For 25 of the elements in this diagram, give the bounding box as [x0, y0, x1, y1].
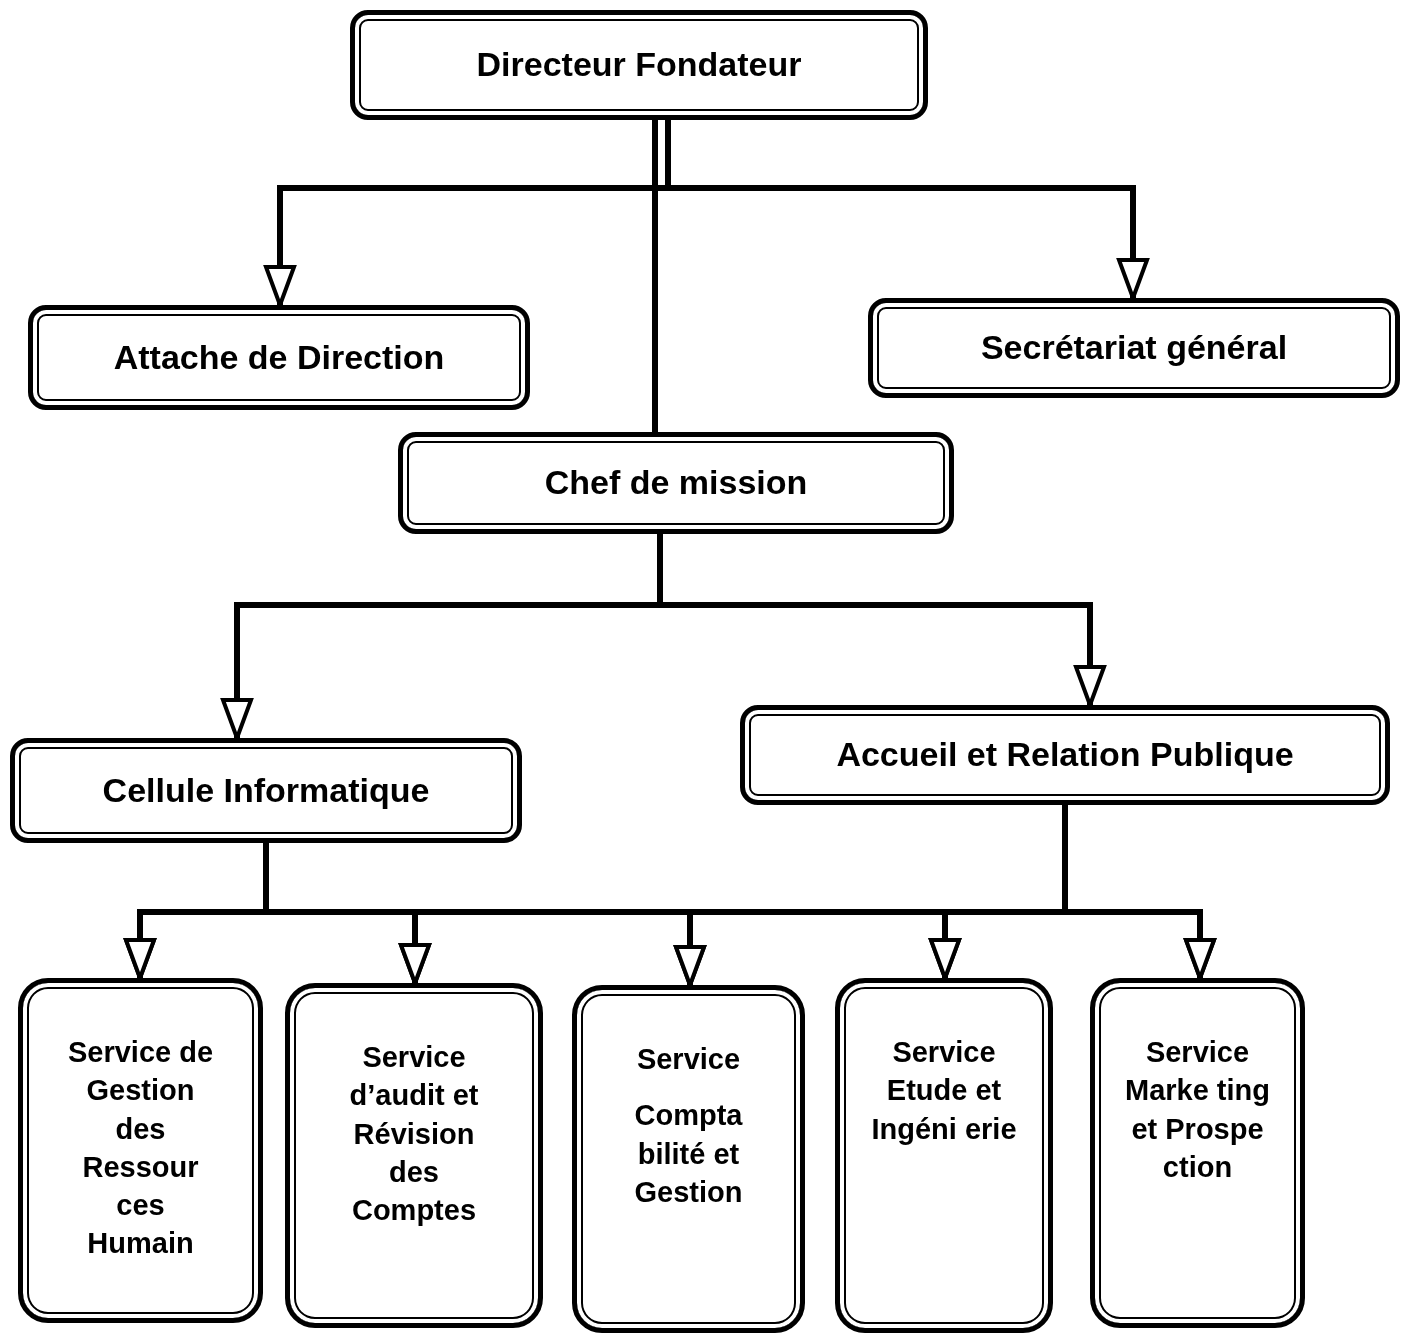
org-box [398, 432, 954, 534]
arrow [657, 534, 1106, 707]
box-label: Chef de mission [544, 463, 808, 503]
box-label: Service [635, 1042, 742, 1077]
service-box [1090, 978, 1305, 1328]
box-label: Service Marke ting et Prospe ction [1124, 1035, 1271, 1185]
box-label: Directeur Fondateur [476, 45, 802, 85]
box-label: Secrétariat général [980, 328, 1288, 368]
service-box [835, 978, 1053, 1333]
box-label: Service de Gestion des Ressour ces Humain [66, 1035, 215, 1262]
service-box [285, 983, 543, 1328]
org-box [740, 705, 1390, 805]
box-label: Service d’audit et Révision des Comptes [348, 1040, 480, 1229]
box-label: Attache de Direction [113, 337, 445, 378]
service-box [572, 985, 805, 1333]
service-box [18, 978, 263, 1323]
box-label: Cellule Informatique [102, 770, 430, 811]
org-box [350, 10, 928, 120]
org-box [868, 298, 1400, 398]
box-label: Accueil et Relation Publique [836, 735, 1294, 775]
org-box [10, 738, 522, 843]
org-box [28, 305, 530, 410]
box-label: Service Etude et Ingéni erie [870, 1035, 1018, 1147]
arrow [665, 120, 1149, 300]
box-label: Compta bilité et Gestion [633, 1098, 744, 1210]
